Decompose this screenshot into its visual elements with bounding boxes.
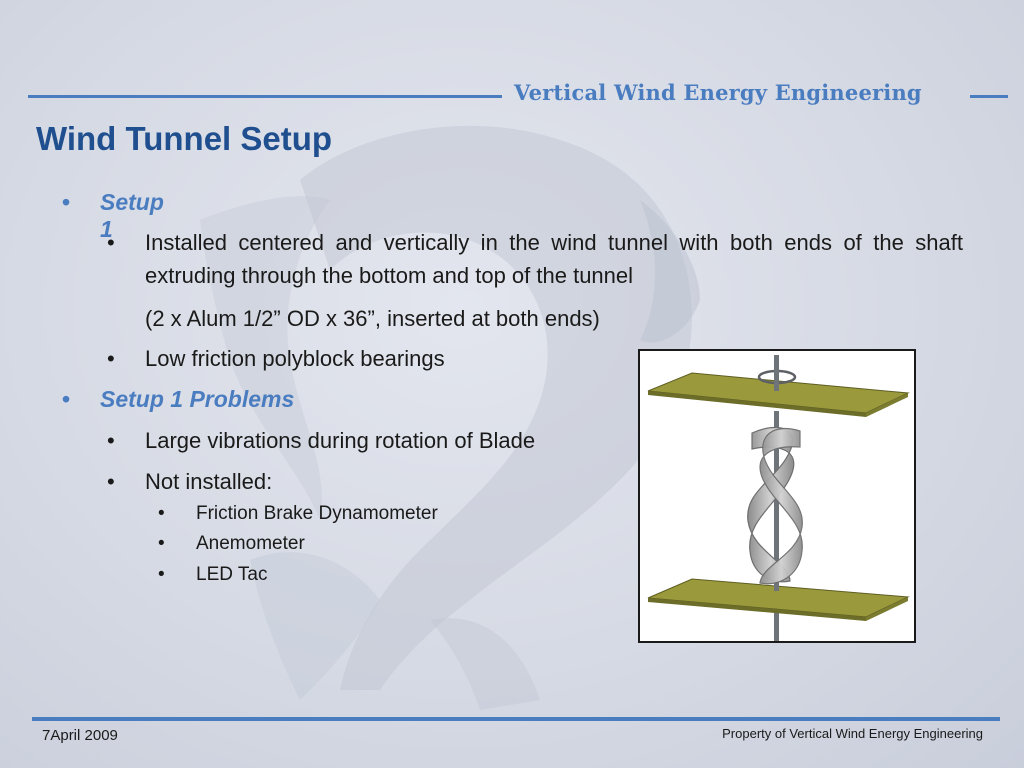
footer-property: Property of Vertical Wind Energy Enginee… (722, 726, 983, 741)
bullet-setup-1: • Setup 1 (62, 189, 164, 243)
turbine-figure (638, 349, 916, 643)
sub-bullet-vibrations: • Large vibrations during rotation of Bl… (107, 428, 536, 454)
sub-sub-bullet-text: Friction Brake Dynamometer (196, 503, 438, 524)
helical-turbine-diagram-icon (647, 355, 910, 641)
sub-bullet-text: Low friction polyblock bearings (145, 346, 445, 371)
header-rule-left (28, 95, 502, 98)
bullet-label: Setup 1 (100, 189, 164, 242)
bullet-dot: • (107, 469, 115, 494)
footer-rule (32, 717, 1000, 721)
bullet-dot: • (107, 428, 115, 453)
bullet-dot: • (158, 564, 165, 585)
sub-sub-bullet-dynamometer: • Friction Brake Dynamometer (158, 503, 438, 525)
bullet-dot: • (158, 533, 165, 554)
sub-bullet-not-installed: • Not installed: (107, 469, 273, 495)
sub-sub-bullet-text: LED Tac (196, 564, 268, 585)
bullet-dot: • (107, 346, 115, 371)
sub-sub-bullet-text: Anemometer (196, 533, 305, 554)
footer-date: 7April 2009 (42, 727, 118, 744)
brand-name: Vertical Wind Energy Engineering (514, 80, 922, 105)
bullet-setup-1-problems: • Setup 1 Problems (62, 386, 295, 413)
bullet-dot: • (62, 189, 71, 215)
bullet-dot: • (62, 386, 71, 412)
sub-bullet-note: (2 x Alum 1/2” OD x 36”, inserted at bot… (145, 306, 600, 331)
sub-bullet-installed: • Installed centered and vertically in t… (107, 226, 963, 292)
sub-sub-bullet-anemometer: • Anemometer (158, 533, 305, 555)
sub-bullet-text: Installed centered and vertically in the… (145, 230, 963, 288)
bullet-dot: • (158, 503, 165, 524)
sub-bullet-text: Not installed: (145, 469, 273, 494)
bullet-label: Setup 1 Problems (100, 386, 295, 412)
slide-title: Wind Tunnel Setup (36, 120, 333, 157)
sub-bullet-bearings: • Low friction polyblock bearings (107, 346, 445, 372)
sub-bullet-text: Large vibrations during rotation of Blad… (145, 428, 536, 453)
sub-sub-bullet-led-tac: • LED Tac (158, 564, 268, 586)
bullet-dot: • (107, 230, 115, 255)
header-rule-right (970, 95, 1008, 98)
